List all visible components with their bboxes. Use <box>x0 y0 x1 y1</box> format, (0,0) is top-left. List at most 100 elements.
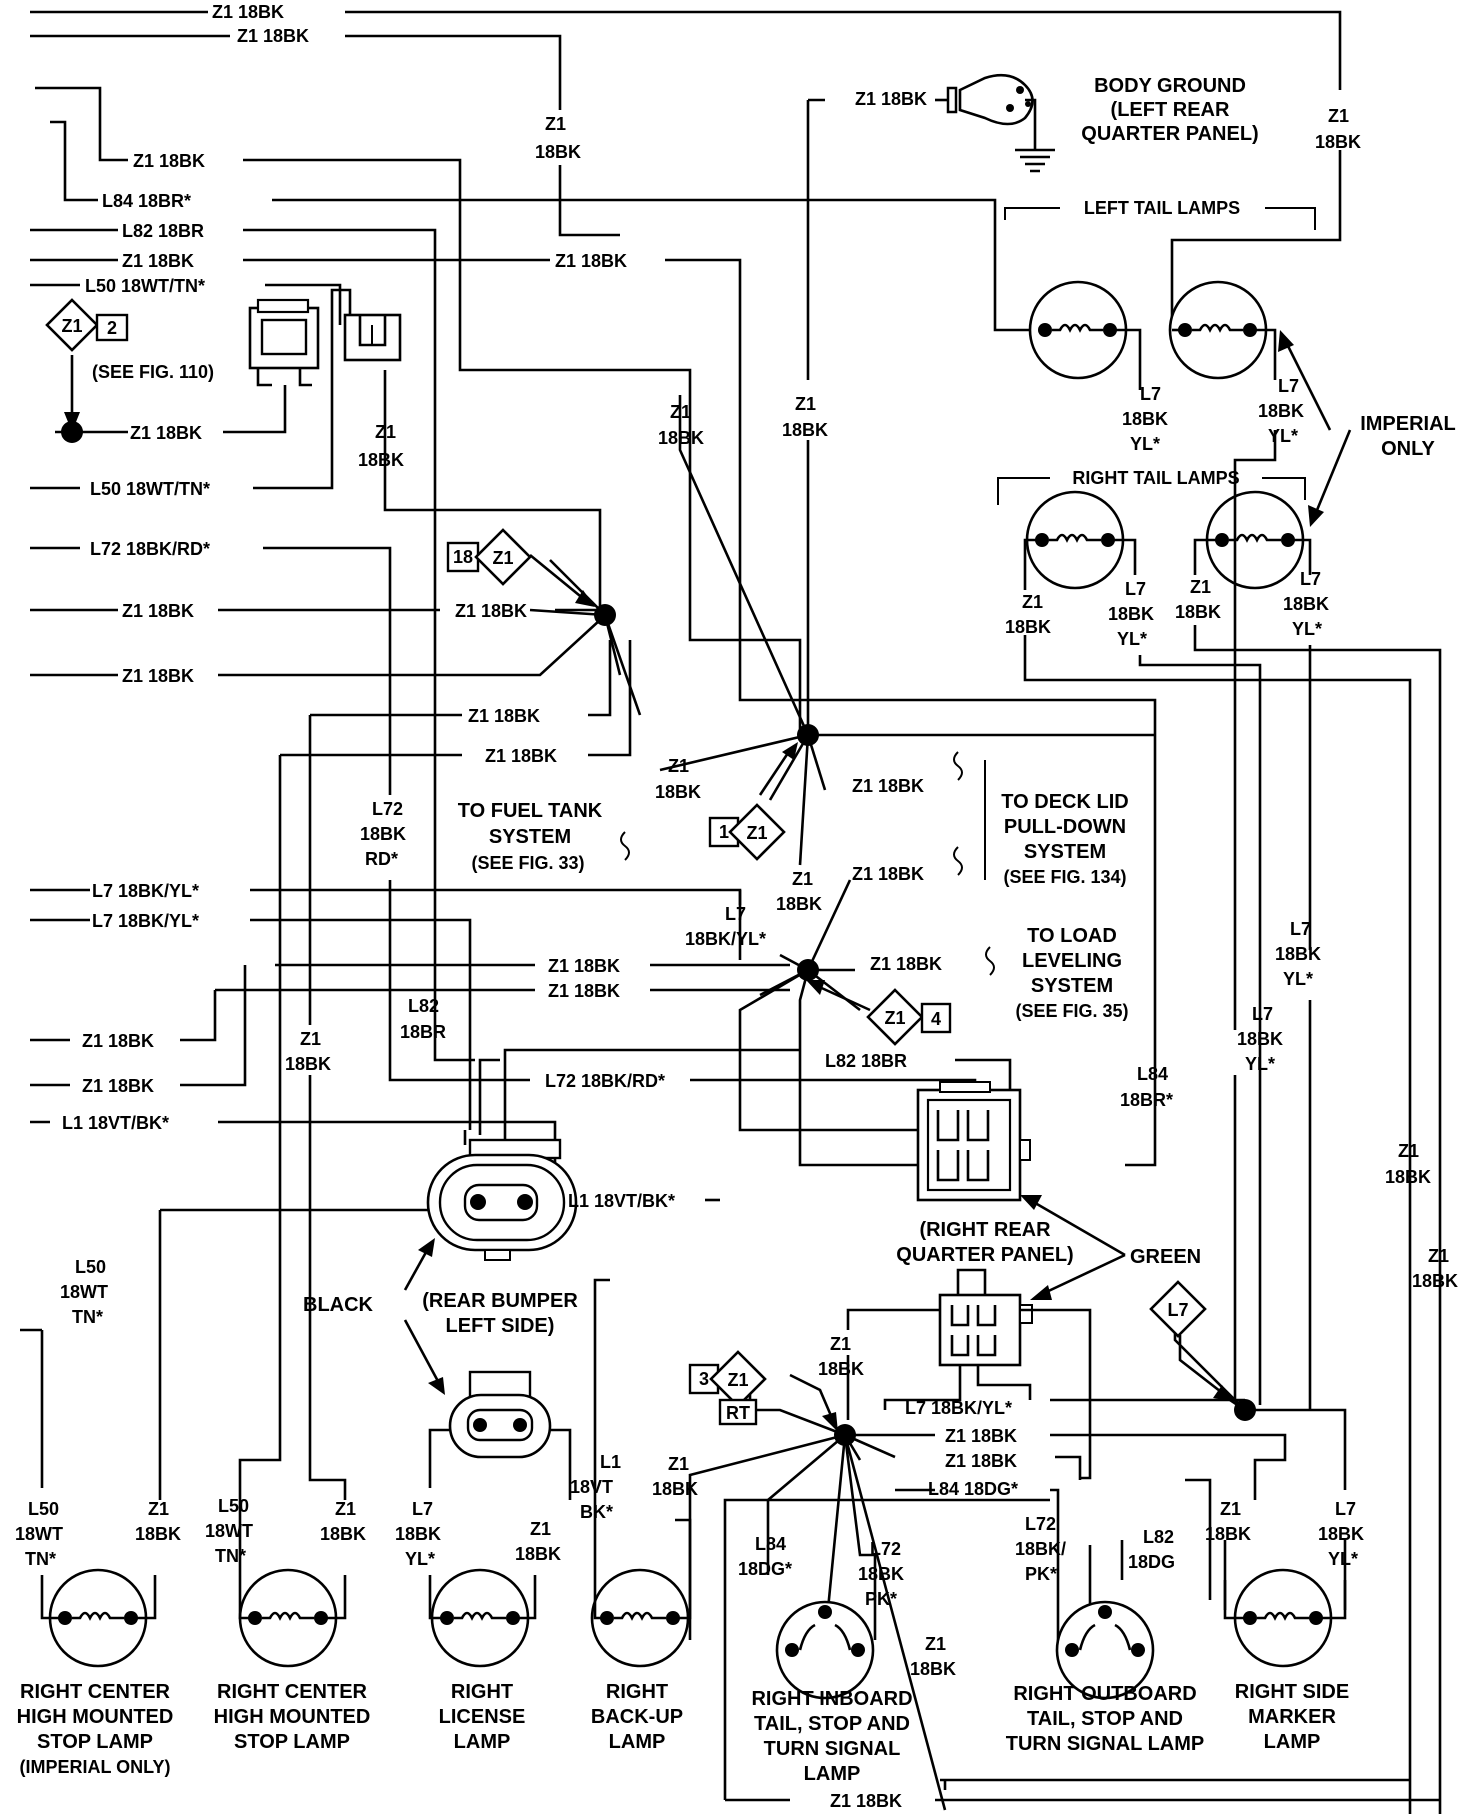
lamp-caption: LAMP <box>609 1731 666 1753</box>
ref-number: 4 <box>931 1009 941 1029</box>
wire-label: L1 18VT/BK* <box>568 1191 675 1211</box>
wire-label: L72 <box>870 1539 901 1559</box>
wire-label: Z1 18BK <box>133 151 205 171</box>
wire-label: 18BK <box>655 782 701 802</box>
wire-label: 18BK <box>1175 602 1221 622</box>
wire-label: L84 <box>1137 1064 1168 1084</box>
wire-label: 18BK <box>535 142 581 162</box>
wire-label: 18BK <box>1315 132 1361 152</box>
lamp-captions: RIGHT CENTER HIGH MOUNTED STOP LAMP (IMP… <box>17 1681 1350 1785</box>
ref-l7: L7 <box>1149 1280 1207 1338</box>
rear-bumper-connector <box>426 1138 578 1261</box>
wire-label: Z1 <box>148 1499 169 1519</box>
lamp-caption: RIGHT OUTBOARD <box>1013 1683 1196 1705</box>
wire-label: 18DG <box>1128 1552 1175 1572</box>
wire-label: Z1 <box>1428 1246 1449 1266</box>
fuel-tank-label: (SEE FIG. 33) <box>471 853 584 873</box>
wire-label: Z1 <box>1220 1499 1241 1519</box>
ref-number: 1 <box>719 822 729 842</box>
wire-label: L72 <box>1025 1514 1056 1534</box>
wire-label: Z1 18BK <box>548 981 620 1001</box>
wire-label: 18BK <box>776 894 822 914</box>
wire-label: Z1 <box>1398 1141 1419 1161</box>
lamp-caption: RIGHT CENTER <box>217 1681 368 1703</box>
wire-label: 18VT <box>570 1477 613 1497</box>
wire-label: L50 <box>28 1499 59 1519</box>
wire-label: Z1 18BK <box>122 601 194 621</box>
see-fig-110: (SEE FIG. 110) <box>92 362 214 382</box>
wire-label: 18BK <box>360 824 406 844</box>
wire-label: Z1 <box>925 1634 946 1654</box>
wire-label: L7 <box>1335 1499 1356 1519</box>
wire-label: 18BK <box>1385 1167 1431 1187</box>
wire-label: Z1 18BK <box>82 1031 154 1051</box>
lamp-caption: BACK-UP <box>591 1706 683 1728</box>
wire-label: Z1 18BK <box>82 1076 154 1096</box>
lamp-caption: HIGH MOUNTED <box>214 1706 371 1728</box>
wire-label: Z1 <box>300 1029 321 1049</box>
wire-label: 18DG* <box>738 1559 792 1579</box>
wire-label: L82 18BR <box>122 221 204 241</box>
wire-label: 18BK <box>515 1544 561 1564</box>
connector-2 <box>343 313 402 362</box>
wire-label: L72 18BK/RD* <box>90 539 210 559</box>
wire-label: Z1 18BK <box>945 1426 1017 1446</box>
wire-label: 18BK/YL* <box>685 929 766 949</box>
ref-number: 3 <box>699 1369 709 1389</box>
lamp-caption: LAMP <box>1264 1731 1321 1753</box>
wire-label: Z1 <box>335 1499 356 1519</box>
lamp-caption: LAMP <box>804 1763 861 1785</box>
wire-label: L50 18WT/TN* <box>85 276 205 296</box>
wire-label: Z1 <box>1328 106 1349 126</box>
body-ground-label: QUARTER PANEL) <box>1081 123 1258 145</box>
lamp-caption: TURN SIGNAL <box>764 1738 901 1760</box>
left-tail-lamps <box>1004 207 1316 390</box>
wire-label: 18BK <box>858 1564 904 1584</box>
rear-bumper-connector-2 <box>428 1370 572 1500</box>
wire-label: TN* <box>215 1546 246 1566</box>
wire-label: Z1 18BK <box>122 666 194 686</box>
lamp-caption: TAIL, STOP AND <box>754 1713 910 1735</box>
wire-label: YL* <box>1292 619 1322 639</box>
wire-label: 18BR <box>400 1022 446 1042</box>
wire-label: L82 <box>1143 1527 1174 1547</box>
lamp-rchmsl <box>238 1568 347 1668</box>
wire-label: Z1 <box>530 1519 551 1539</box>
left-tail-lamps-label: LEFT TAIL LAMPS <box>1084 198 1240 218</box>
wire-label: 18BK <box>782 420 828 440</box>
wire-label: L7 18BK/YL* <box>905 1398 1012 1418</box>
wire-label: 18BK <box>652 1479 698 1499</box>
ref-label: Z1 <box>492 548 513 568</box>
ref-z1-4: Z1 4 <box>866 988 952 1046</box>
body-ground <box>935 73 1055 173</box>
wire-label: L7 <box>1278 376 1299 396</box>
lamp-outboard <box>1055 1600 1155 1700</box>
body-ground-label: (LEFT REAR <box>1111 99 1230 121</box>
wire-label: 18BK <box>285 1054 331 1074</box>
fuel-tank-label: SYSTEM <box>489 826 571 848</box>
ref-z1-2: Z1 2 (SEE FIG. 110) <box>45 298 214 382</box>
bottom-lamps <box>40 1278 1347 1700</box>
lamp-bulb-icon <box>775 1600 875 1700</box>
wire-label: 18BK <box>1318 1524 1364 1544</box>
ref-label: Z1 <box>727 1370 748 1390</box>
wire-label: 18BK <box>1258 401 1304 421</box>
wire-label: Z1 <box>375 422 396 442</box>
load-leveling-label: (SEE FIG. 35) <box>1015 1001 1128 1021</box>
wire-label: Z1 18BK <box>870 954 942 974</box>
wire-label: L72 18BK/RD* <box>545 1071 665 1091</box>
lamp-caption: STOP LAMP <box>37 1731 153 1753</box>
wire-label: Z1 <box>795 394 816 414</box>
wire-label: L72 <box>372 799 403 819</box>
wire-label: Z1 18BK <box>468 706 540 726</box>
wire-label: Z1 18BK <box>212 2 284 22</box>
wire-label: 18BK <box>1237 1029 1283 1049</box>
ref-label: Z1 <box>746 823 767 843</box>
wire-label: YL* <box>1328 1549 1358 1569</box>
wire-label: 18BK/ <box>1015 1539 1066 1559</box>
wire-label: Z1 18BK <box>855 89 927 109</box>
wire-label: YL* <box>1283 969 1313 989</box>
break-symbols <box>620 751 995 976</box>
body-ground-label: BODY GROUND <box>1094 75 1246 97</box>
imperial-only-label: ONLY <box>1381 438 1435 460</box>
